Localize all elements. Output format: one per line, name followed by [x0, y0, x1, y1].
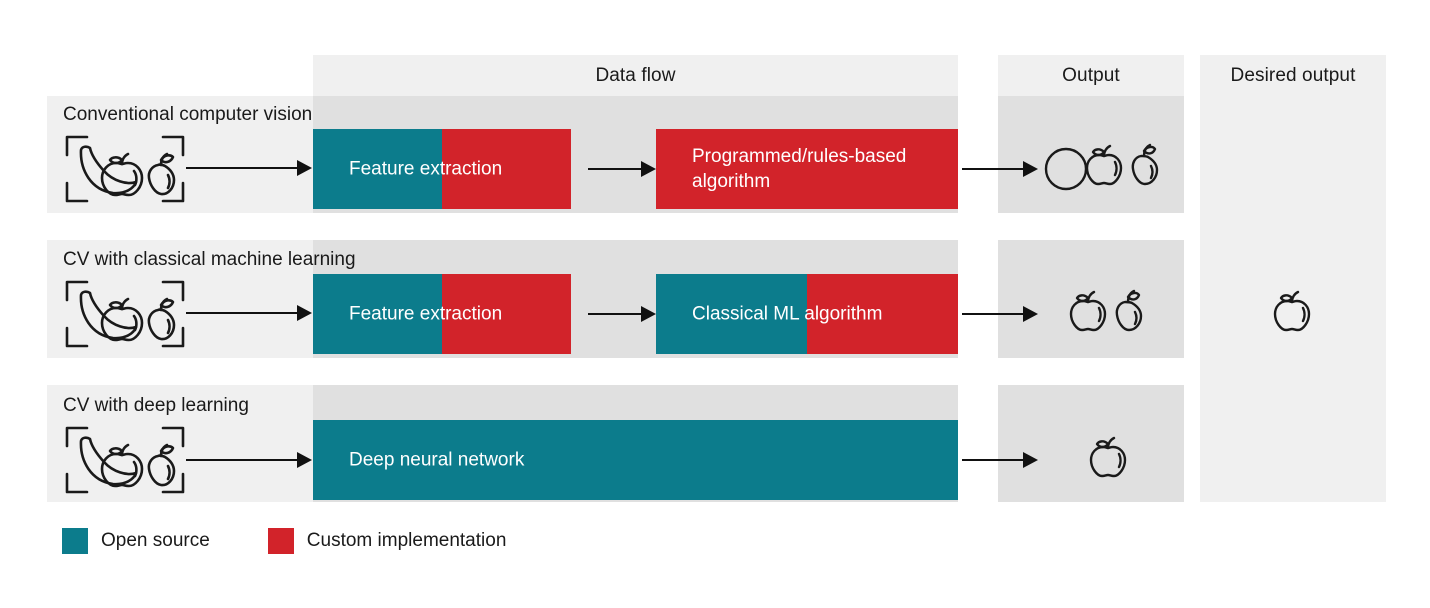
row-1-output-icons [1044, 138, 1166, 194]
data-flow-column-title: Data flow [595, 64, 676, 86]
row-3-input-icon [64, 424, 186, 496]
output-column-title: Output [1062, 64, 1120, 86]
row-2-input-icon [64, 278, 186, 350]
row-1-arrow-2 [588, 161, 656, 177]
row-1-output-band [998, 96, 1184, 213]
row-1-arrow-1 [186, 160, 312, 176]
legend-label-custom-implementation: Custom implementation [306, 530, 507, 551]
legend-item-custom-implementation: Custom implementation [267, 528, 507, 554]
row-1-input-icon [64, 133, 186, 205]
row-2-output-icons [1068, 284, 1150, 340]
row-1-stage-2-bar: Programmed/rules-based algorithm [656, 129, 958, 209]
desired-output-column-panel [1200, 55, 1386, 502]
legend-swatch-custom-implementation [267, 528, 294, 554]
row-1-stage-1-bar: Feature extraction [313, 129, 571, 209]
legend-item-open-source: Open source [62, 528, 210, 554]
data-flow-column-panel [313, 55, 958, 96]
output-column-panel [998, 55, 1184, 96]
row-2-stage-2-bar: Classical ML algorithm [656, 274, 958, 354]
row-3-arrow-1 [186, 452, 312, 468]
row-1-arrow-3 [962, 161, 1038, 177]
row-2-arrow-2 [588, 306, 656, 322]
row-3-output-icons [1088, 430, 1130, 486]
row-1-label: Conventional computer vision [63, 104, 313, 125]
row-2-arrow-3 [962, 306, 1038, 322]
row-2-arrow-1 [186, 305, 312, 321]
legend: Open source Custom implementation [62, 528, 506, 554]
row-3-stage-1-bar: Deep neural network [313, 420, 958, 500]
row-2-output-band [998, 240, 1184, 358]
desired-output-column-title: Desired output [1230, 64, 1356, 86]
row-2-stage-1-bar: Feature extraction [313, 274, 571, 354]
row-3-arrow-2 [962, 452, 1038, 468]
legend-swatch-open-source [62, 528, 88, 554]
row-3-output-band [998, 385, 1184, 502]
row-3-label: CV with deep learning [63, 395, 249, 416]
row-2-label: CV with classical machine learning [63, 249, 356, 270]
desired-output-icon [1272, 284, 1314, 340]
legend-label-open-source: Open source [101, 530, 210, 551]
